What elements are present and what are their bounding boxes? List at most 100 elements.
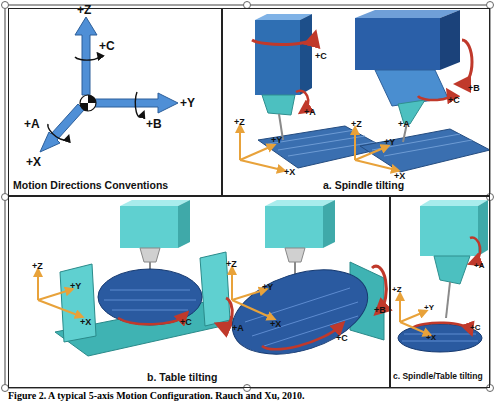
table-tilting-machine-part [265,200,335,206]
figure-caption: Figure 2. A typical 5-axis Motion Config… [8,390,305,401]
axis-label: +X [394,172,405,181]
spindle-tilting-machine-part [462,40,472,84]
axis-triad [40,17,178,152]
table-tilting-machine-part [323,200,335,248]
axis-label: +X [80,318,91,327]
table-tilting-machine-part [104,300,196,301]
axis-label: +Z [351,120,362,129]
axis-label: +B [374,306,386,315]
axis-label: +C [448,96,460,105]
axis-label: +C [99,40,115,52]
axis-label: +A [232,324,244,333]
spindle-tilting-machine-part [440,10,460,70]
table-tilting-machine-part [110,290,190,291]
table-tilting-machine-part [372,266,386,310]
spindle-tilting-machine-part [240,146,272,160]
spindle-tilting-machine-part [288,142,375,156]
spindle-tilting-machine-part [239,128,241,160]
spindle-table-tilting-machine-part [404,334,476,335]
selection-handle-part [487,194,494,201]
axis-label: +B [468,84,480,93]
table-tilting-machine-part [285,248,305,262]
spindle-table-tilting-machine-part [446,282,450,318]
spindle-tilting-machine-part [300,14,312,95]
axis-label: +Z [32,262,43,271]
spindle-tilting-machine-part [418,94,450,100]
axis-triad-part [135,92,143,117]
spindle-table-tilting-machine-part [434,256,470,284]
axis-triad-part [80,95,96,111]
table-tilting-machine-part [200,252,230,326]
axis-label: +A [474,262,484,270]
axis-label: +X [270,320,281,329]
spindle-table-tilting-machine-part [420,200,488,206]
spindle-table-tilting-machine-part [420,206,478,256]
table-tilting-machine-part [60,264,96,342]
axis-label: +B [146,118,162,130]
panel-title: Motion Directions Conventions [13,179,168,191]
axis-label: +Y [271,136,282,145]
axis-triad-part [88,95,96,103]
axis-label: +A [398,120,410,129]
spindle-table-tilting-machine-part [402,341,478,342]
spindle-table-tilting-machine-part [400,312,424,322]
table-tilting-machine-part [38,300,80,316]
table-tilting-machine-part [265,206,323,248]
axis-label: +Y [70,282,81,291]
table-tilting-machine-part [252,302,358,336]
axis-label: +C [470,324,480,332]
spindle-table-tilting-machine-part [412,323,470,330]
panel-box: c. Spindle/Table tilting [390,196,490,388]
table-tilting-machine-part [262,326,340,349]
axis-label: +Y [424,304,434,312]
panel-box: b. Table tilting [8,196,390,388]
spindle-tilting-machine-part [262,95,295,115]
axis-label: +A [24,118,40,130]
axis-label: +Y [262,283,273,292]
spindle-tilting-machine-part [255,20,300,95]
axis-label: +C [180,318,192,327]
table-tilting-machine-part [38,290,70,300]
spindle-tilting-machine-part [252,38,314,45]
spindle-tilting-machine-part [278,136,365,150]
table-tilting-machine-part [178,200,190,248]
panel-title: b. Table tilting [147,371,217,383]
spindle-tilting-machine-part [355,147,386,160]
table-tilting-machine-part [37,272,39,300]
selection-handle [2,2,494,392]
axis-label: +X [284,168,295,177]
axis-triad-part [40,104,84,152]
table-tilting-machine-part [98,269,202,325]
table-tilting-machine-part [222,254,379,370]
axis-label: +Z [77,4,91,16]
axis-label: +Z [392,286,402,294]
outer-frame-part [5,5,490,388]
spindle-table-tilting-machine-part [399,296,401,322]
spindle-table-tilting-machine [398,200,488,352]
spindle-tilting-machine [240,10,490,172]
table-tilting-machine-part [120,206,178,248]
axis-triad-part [80,103,88,111]
panel-title: a. Spindle tilting [323,179,404,191]
spindle-table-tilting-machine-part [400,322,428,334]
spindle-tilting-machine-part [355,18,440,70]
axis-triad-part [48,124,68,140]
axis-triad-part [75,17,97,95]
axis-label: +Z [226,260,237,269]
table-tilting-machine-part [232,300,272,318]
spindle-tilting-machine-part [355,160,396,170]
axis-label: +C [336,334,348,343]
axis-label: +Y [180,97,195,109]
axis-label: +A [304,108,316,117]
spindle-tilting-machine-part [240,160,282,170]
table-tilting-machine-part [118,316,184,324]
table-tilting-machine [38,200,386,370]
table-tilting-machine-part [232,290,264,300]
axis-label: +Z [234,118,245,127]
axis-triad-part [75,55,99,60]
table-tilting-machine-part [231,270,233,300]
panel-title: c. Spindle/Table tilting [393,371,483,381]
spindle-table-tilting-machine-part [470,238,480,262]
